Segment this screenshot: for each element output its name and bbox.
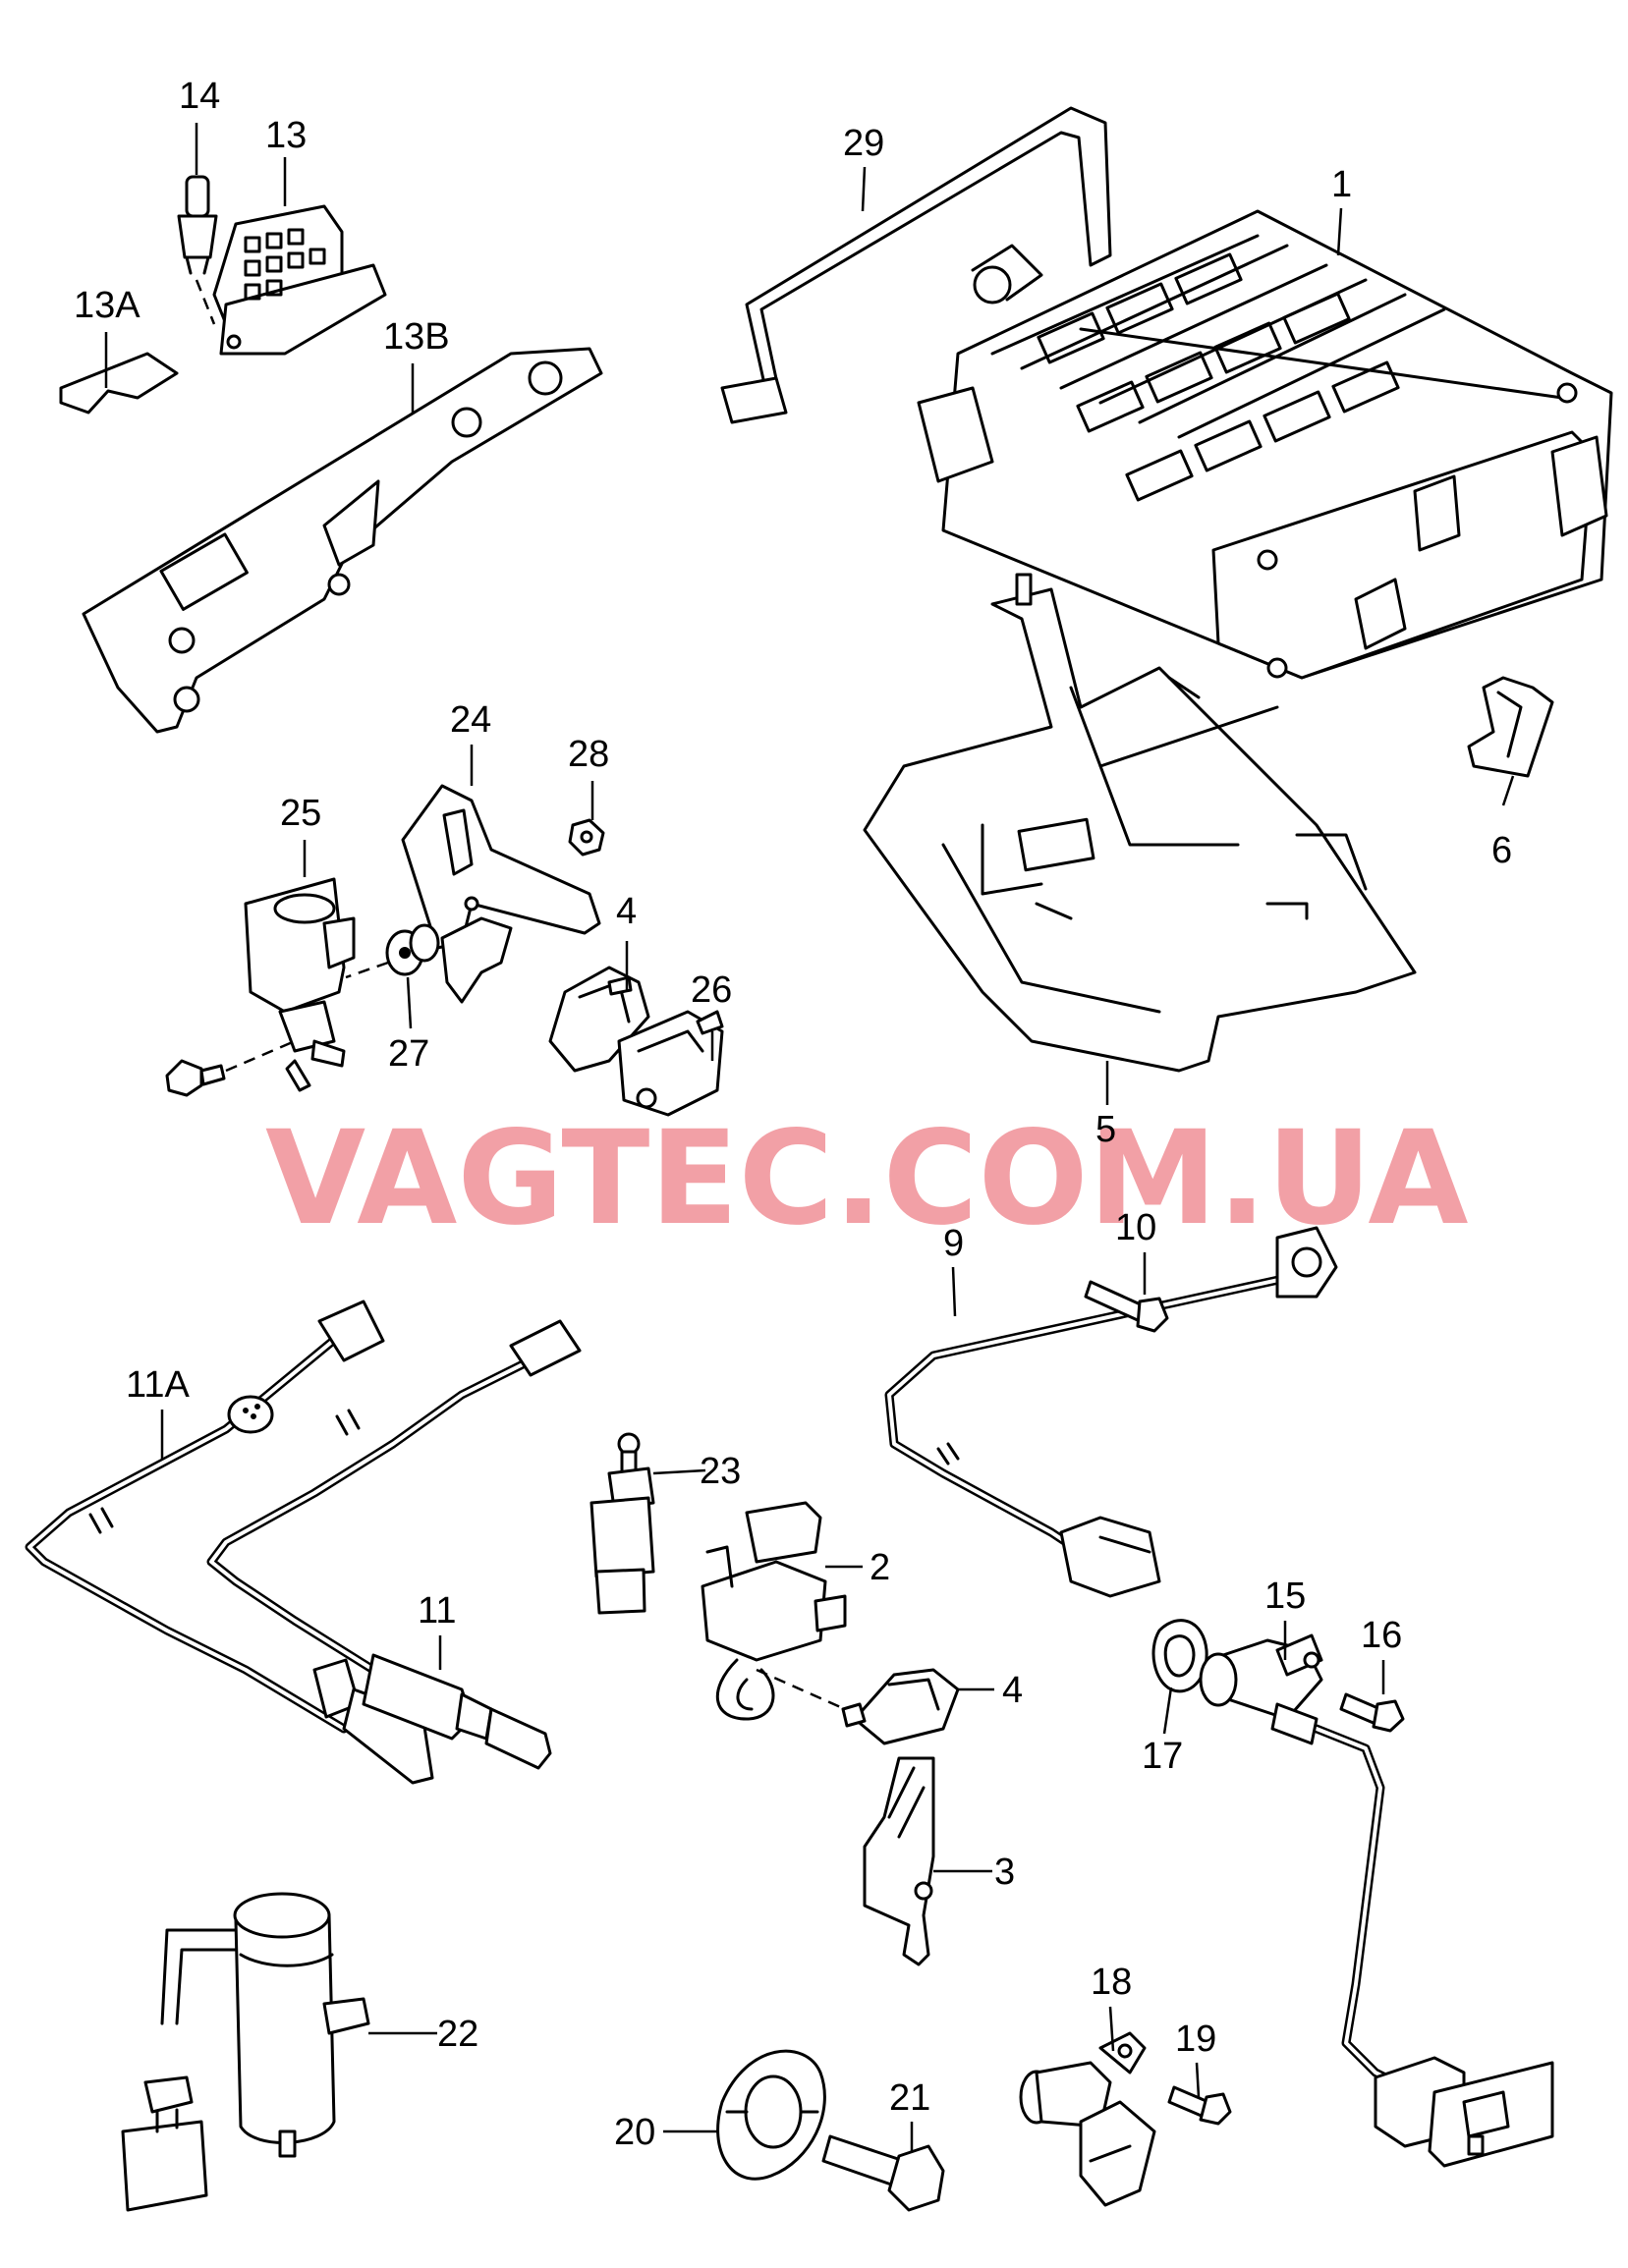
part-4-sensor-upper [440, 916, 650, 1073]
callout-19: 19 [1175, 2019, 1216, 2060]
callout-13: 13 [265, 115, 307, 156]
part-5-mounting-plate [863, 573, 1417, 1073]
part-20-trigger-wheel [716, 2049, 826, 2181]
callout-13a: 13A [74, 285, 140, 326]
callout-11a: 11A [126, 1364, 190, 1406]
part-25-solenoid-valve [244, 877, 356, 1092]
callout-5: 5 [1095, 1109, 1116, 1150]
part-10-bolt [1084, 1280, 1169, 1333]
callout-17: 17 [1142, 1736, 1183, 1777]
callout-15: 15 [1264, 1576, 1306, 1617]
callouts: 14 13 13A 13B 29 1 6 5 24 28 25 27 4 26 … [74, 76, 1512, 2153]
part-18-sensor [1019, 2031, 1156, 2207]
part-15-speed-sensor [1199, 1633, 1554, 2168]
callout-25: 25 [280, 793, 321, 834]
callout-11: 11 [418, 1590, 456, 1632]
part-1-control-unit [917, 209, 1613, 680]
part-4-sensor-lower [756, 1668, 960, 1745]
callout-2: 2 [870, 1547, 890, 1588]
part-26-switch [617, 1010, 724, 1117]
part-11-lambda-probe [206, 1319, 582, 1770]
part-9-knock-sensor [884, 1226, 1338, 1598]
leader-lines [104, 123, 1515, 2151]
part-19-bolt [1167, 2085, 1232, 2126]
part-3-bracket [863, 1756, 935, 1966]
callout-3: 3 [994, 1852, 1015, 1893]
callout-21: 21 [889, 2077, 930, 2119]
callout-9: 9 [943, 1223, 964, 1264]
part-13a-plate [59, 352, 179, 415]
part-27-grommet [345, 923, 440, 979]
callout-29: 29 [843, 123, 884, 164]
part-21-bolt [821, 2134, 945, 2212]
callout-4-upper: 4 [616, 891, 637, 932]
callout-6: 6 [1491, 830, 1512, 871]
callout-4-lower: 4 [1002, 1670, 1023, 1711]
callout-22: 22 [437, 2014, 478, 2055]
watermark: VAGTEC.COM.UA [265, 1103, 1468, 1254]
callout-26: 26 [691, 969, 732, 1011]
part-2-valve [701, 1501, 847, 1721]
part-13b-bracket [82, 347, 603, 734]
callout-24: 24 [450, 699, 491, 741]
part-13-connector-block [212, 204, 387, 356]
part-6-clip [1467, 676, 1554, 778]
part-22-fuel-pump [121, 1892, 370, 2212]
callout-10: 10 [1115, 1207, 1156, 1248]
callout-18: 18 [1091, 1962, 1132, 2003]
callout-20: 20 [614, 2112, 655, 2153]
part-29-strap [720, 106, 1112, 424]
callout-13b: 13B [383, 316, 450, 358]
part-28-nut [568, 818, 605, 857]
part-14-clip [177, 175, 218, 325]
callout-23: 23 [700, 1451, 741, 1492]
part-23-brake-switch [589, 1432, 655, 1615]
part-25-screw [165, 1039, 296, 1097]
callout-16: 16 [1361, 1615, 1402, 1656]
callout-1: 1 [1331, 164, 1352, 205]
callout-27: 27 [388, 1033, 429, 1075]
callout-28: 28 [568, 734, 609, 775]
callout-14: 14 [179, 76, 220, 117]
part-16-bolt [1339, 1692, 1405, 1733]
part-17-seal-ring [1151, 1619, 1208, 1693]
part-11a-sensor [25, 1300, 434, 1785]
